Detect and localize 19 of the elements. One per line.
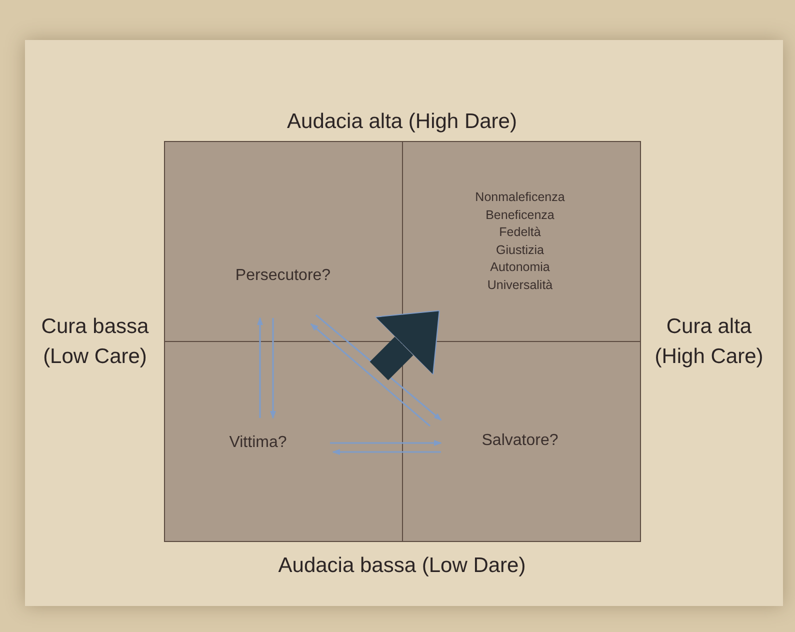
quadrant-text: Persecutore? — [235, 266, 331, 286]
arrow — [257, 317, 263, 418]
quadrant-text: Vittima? — [229, 433, 287, 453]
quadrant-text: Fedeltà — [499, 224, 541, 241]
arrow — [330, 440, 442, 446]
axis-label: Audacia alta (High Dare) — [286, 109, 518, 135]
axis-label: Cura alta (High Care) — [654, 314, 764, 370]
big-arrow — [370, 310, 440, 380]
quadrant-text: Giustizia — [496, 242, 544, 258]
quadrant-text: Beneficenza — [486, 206, 554, 224]
arrow — [270, 318, 276, 419]
quadrant-text: Nonmaleficenza — [475, 189, 565, 206]
quadrant-text: Universalità — [487, 276, 553, 294]
arrow — [332, 449, 441, 455]
quadrant-text: Salvatore? — [482, 431, 558, 451]
axis-label: Audacia bassa (Low Dare) — [277, 553, 527, 579]
axis-label: Cura bassa (Low Care) — [40, 314, 150, 370]
quadrant-text: Autonomia — [490, 259, 550, 276]
arrow — [310, 323, 431, 427]
